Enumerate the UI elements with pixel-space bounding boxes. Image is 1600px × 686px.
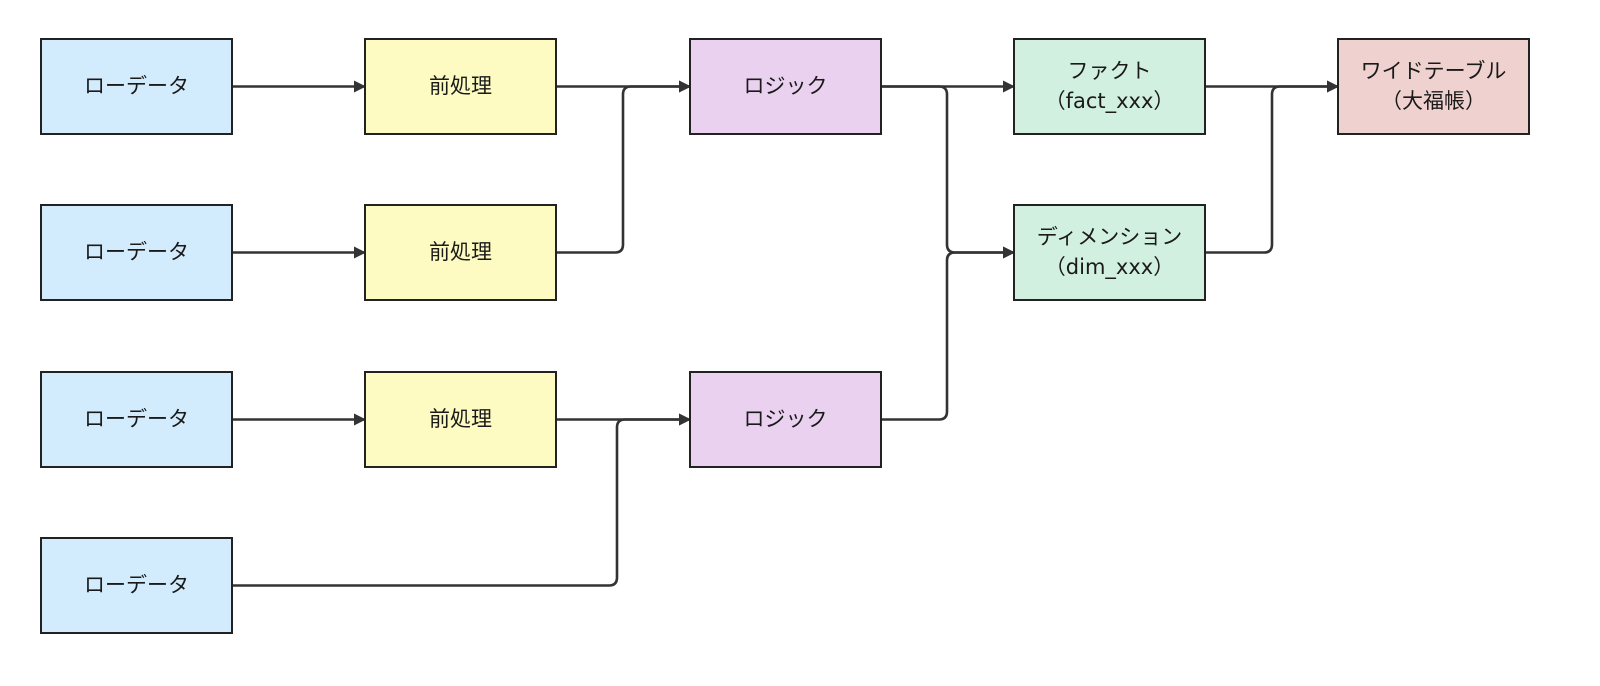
node-sublabel: （dim_xxx） (1044, 254, 1175, 279)
node-logic-2: ロジック (689, 371, 882, 468)
node-label: ローデータ (84, 406, 189, 431)
node-label: ローデータ (84, 73, 189, 98)
node-label: ワイドテーブル (1360, 59, 1507, 84)
connector-logic_2-to-dimension (882, 246, 1015, 421)
node-label: 前処理 (429, 406, 492, 431)
connector-loader_4-to-logic_2 (233, 413, 691, 587)
node-wide-table: ワイドテーブル （大福帳） (1337, 38, 1530, 135)
connector-dimension-to-wide_table (1206, 80, 1339, 254)
node-sublabel: （大福帳） (1381, 88, 1486, 113)
connector-logic_1-to-dimension (882, 85, 1015, 259)
node-loader-2: ローデータ (40, 204, 233, 301)
node-fact: ファクト （fact_xxx） (1013, 38, 1206, 135)
node-preprocess-1: 前処理 (364, 38, 557, 135)
node-label: ロジック (743, 406, 828, 431)
node-logic-1: ロジック (689, 38, 882, 135)
node-label: ローデータ (84, 239, 189, 264)
node-sublabel: （fact_xxx） (1044, 88, 1175, 113)
node-label: ディメンション (1036, 225, 1183, 250)
node-preprocess-2: 前処理 (364, 204, 557, 301)
node-label: ファクト (1067, 59, 1152, 84)
node-preprocess-3: 前処理 (364, 371, 557, 468)
node-loader-4: ローデータ (40, 537, 233, 634)
node-label: 前処理 (429, 239, 492, 264)
node-loader-1: ローデータ (40, 38, 233, 135)
node-loader-3: ローデータ (40, 371, 233, 468)
node-label: ローデータ (84, 572, 189, 597)
node-dimension: ディメンション （dim_xxx） (1013, 204, 1206, 301)
connector-preprocess_2-to-logic_1 (557, 80, 691, 254)
node-label: ロジック (743, 73, 828, 98)
node-label: 前処理 (429, 73, 492, 98)
